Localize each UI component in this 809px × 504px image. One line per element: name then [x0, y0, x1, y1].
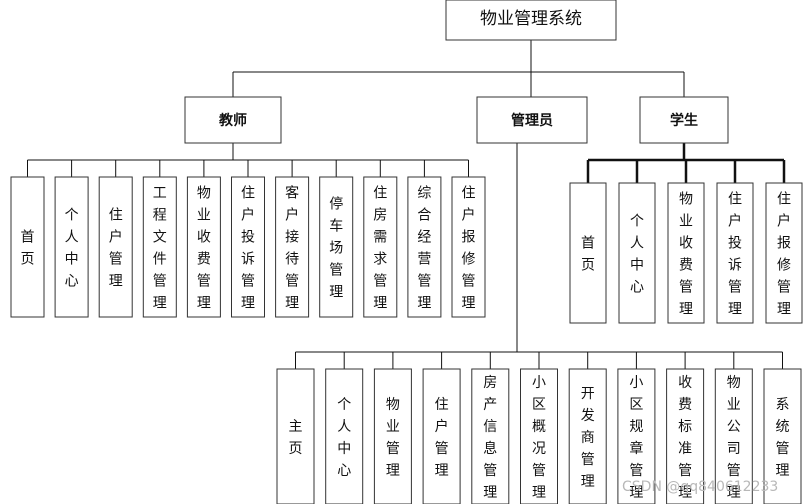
admin-item-label: 系统管理: [776, 397, 790, 479]
admin-item-box: [714, 368, 753, 504]
admin-item-box: [666, 368, 705, 504]
teacher-item-box: [319, 176, 354, 318]
admin-item-box: [617, 368, 656, 504]
admin-item-label: 开发商管理: [581, 386, 595, 490]
teacher-item-box: [407, 176, 442, 318]
teacher-item-box: [363, 176, 398, 318]
teacher-item-2: 住户管理: [98, 176, 133, 318]
admin-item-box: [471, 368, 510, 504]
student-item-1: 个人中心: [618, 182, 656, 324]
admin-item-5: 小区概况管理: [520, 368, 558, 504]
teacher-item-7: 停车场管理: [319, 176, 354, 318]
teacher-item-label: 个人中心: [65, 208, 79, 290]
student-item-box: [618, 182, 656, 324]
teacher-item-5: 住户投诉管理: [231, 176, 265, 318]
role-node-admin: 管理员: [476, 96, 588, 144]
leaf-nodes: 首页个人中心住户管理工程文件管理物业收费管理住户投诉管理客户接待管理停车场管理住…: [10, 176, 803, 504]
student-item-box: [667, 182, 705, 324]
teacher-item-6: 客户接待管理: [275, 176, 310, 318]
admin-item-box: [373, 368, 412, 504]
student-item-3: 住户投诉管理: [716, 182, 754, 324]
teacher-item-label: 停车场管理: [329, 196, 343, 301]
student-item-box: [765, 182, 803, 324]
teacher-item-4: 物业收费管理: [186, 176, 221, 318]
teacher-item-box: [98, 176, 133, 318]
admin-item-label: 住户管理: [435, 397, 449, 479]
teacher-item-1: 个人中心: [54, 176, 89, 318]
role-node-teacher: 教师: [184, 96, 282, 144]
admin-item-label: 主页: [289, 419, 303, 457]
admin-item-label: 收费标准管理: [678, 375, 692, 501]
teacher-item-box: [231, 176, 265, 318]
teacher-item-label: 住户报修管理: [462, 186, 476, 312]
admin-item-label: 房产信息管理: [483, 375, 497, 501]
teacher-item-box: [142, 176, 177, 318]
teacher-item-label: 住房需求管理: [373, 186, 387, 312]
admin-item-box: [520, 368, 558, 504]
admin-item-label: 小区概况管理: [532, 375, 546, 501]
student-item-2: 物业收费管理: [667, 182, 705, 324]
role-node-student: 学生: [639, 96, 729, 144]
teacher-item-10: 住户报修管理: [451, 176, 486, 318]
teacher-item-label: 工程文件管理: [153, 186, 167, 312]
root-node: 物业管理系统: [445, 0, 617, 41]
student-item-box: [569, 182, 607, 324]
teacher-item-box: [10, 176, 45, 318]
admin-item-label: 个人中心: [337, 397, 351, 479]
teacher-item-3: 工程文件管理: [142, 176, 177, 318]
student-item-label: 个人中心: [630, 214, 644, 296]
admin-item-1: 个人中心: [325, 368, 364, 504]
teacher-item-label: 首页: [21, 230, 35, 268]
admin-item-box: [568, 368, 607, 504]
student-item-label: 物业收费管理: [679, 192, 693, 318]
admin-item-6: 开发商管理: [568, 368, 607, 504]
admin-item-8: 收费标准管理: [666, 368, 705, 504]
teacher-item-box: [186, 176, 221, 318]
student-item-0: 首页: [569, 182, 607, 324]
student-item-label: 住户报修管理: [777, 192, 791, 318]
teacher-item-label: 综合经营管理: [417, 186, 431, 312]
admin-item-4: 房产信息管理: [471, 368, 510, 504]
admin-item-2: 物业管理: [373, 368, 412, 504]
role-label-student: 学生: [670, 112, 698, 129]
student-item-label: 住户投诉管理: [728, 192, 742, 318]
admin-item-3: 住户管理: [422, 368, 461, 504]
teacher-item-8: 住房需求管理: [363, 176, 398, 318]
admin-item-10: 系统管理: [763, 368, 802, 504]
admin-item-box: [325, 368, 364, 504]
student-item-4: 住户报修管理: [765, 182, 803, 324]
admin-item-label: 小区规章管理: [629, 375, 643, 501]
admin-item-0: 主页: [276, 368, 315, 504]
admin-item-box: [763, 368, 802, 504]
watermark: CSDN @qq840612233: [622, 479, 778, 495]
teacher-item-box: [275, 176, 310, 318]
teacher-item-label: 住户投诉管理: [241, 186, 255, 312]
root-label: 物业管理系统: [480, 9, 582, 29]
teacher-item-0: 首页: [10, 176, 45, 318]
teacher-item-label: 物业收费管理: [197, 186, 211, 312]
connector-lines: [27, 40, 786, 369]
student-item-box: [716, 182, 754, 324]
teacher-item-box: [54, 176, 89, 318]
admin-item-box: [276, 368, 315, 504]
admin-item-label: 物业管理: [386, 397, 400, 479]
teacher-item-label: 住户管理: [109, 208, 123, 290]
student-item-label: 首页: [581, 236, 595, 274]
teacher-item-box: [451, 176, 486, 318]
role-label-teacher: 教师: [219, 112, 247, 129]
teacher-item-label: 客户接待管理: [285, 185, 299, 312]
admin-item-7: 小区规章管理: [617, 368, 656, 504]
admin-item-9: 物业公司管理: [714, 368, 753, 504]
role-label-admin: 管理员: [511, 112, 553, 129]
admin-item-box: [422, 368, 461, 504]
admin-item-label: 物业公司管理: [727, 375, 741, 501]
teacher-item-9: 综合经营管理: [407, 176, 442, 318]
